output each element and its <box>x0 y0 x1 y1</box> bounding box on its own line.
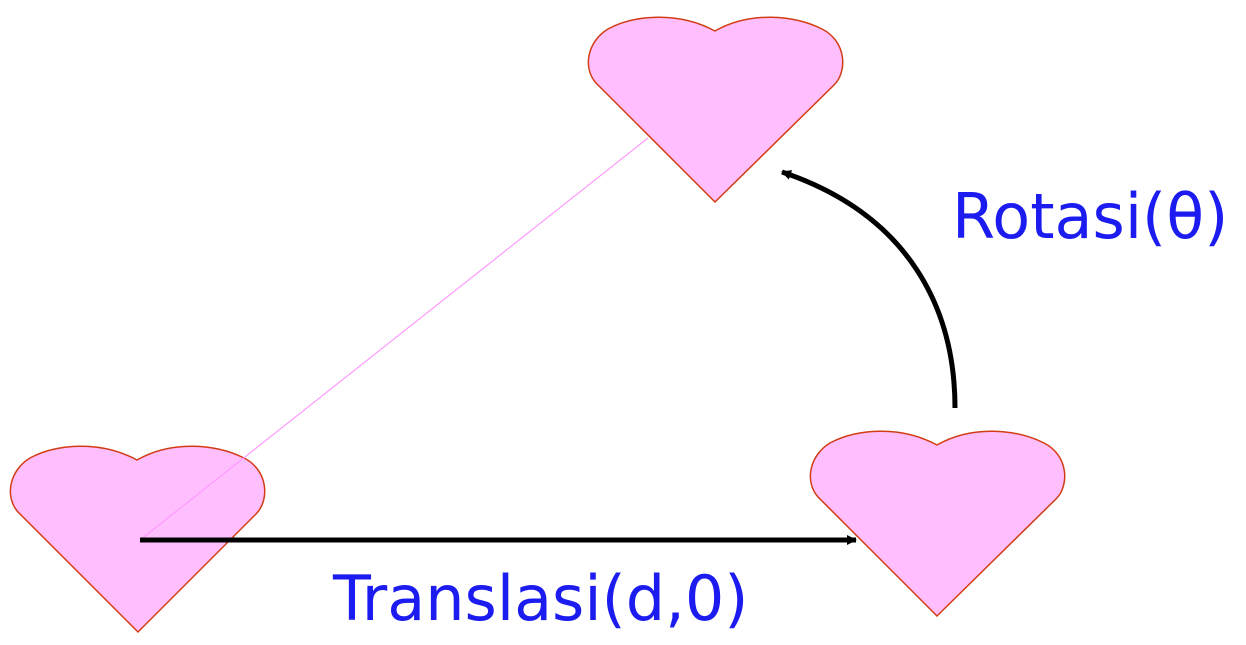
translation-label: Translasi(d,0) <box>333 562 749 635</box>
heart-original <box>9 445 266 634</box>
heart-translated <box>809 430 1066 618</box>
heart-rotated <box>587 16 844 204</box>
rotation-guide-line <box>139 137 649 541</box>
rotation-label: Rotasi(θ) <box>952 180 1229 253</box>
rotation-arrow <box>781 169 958 409</box>
